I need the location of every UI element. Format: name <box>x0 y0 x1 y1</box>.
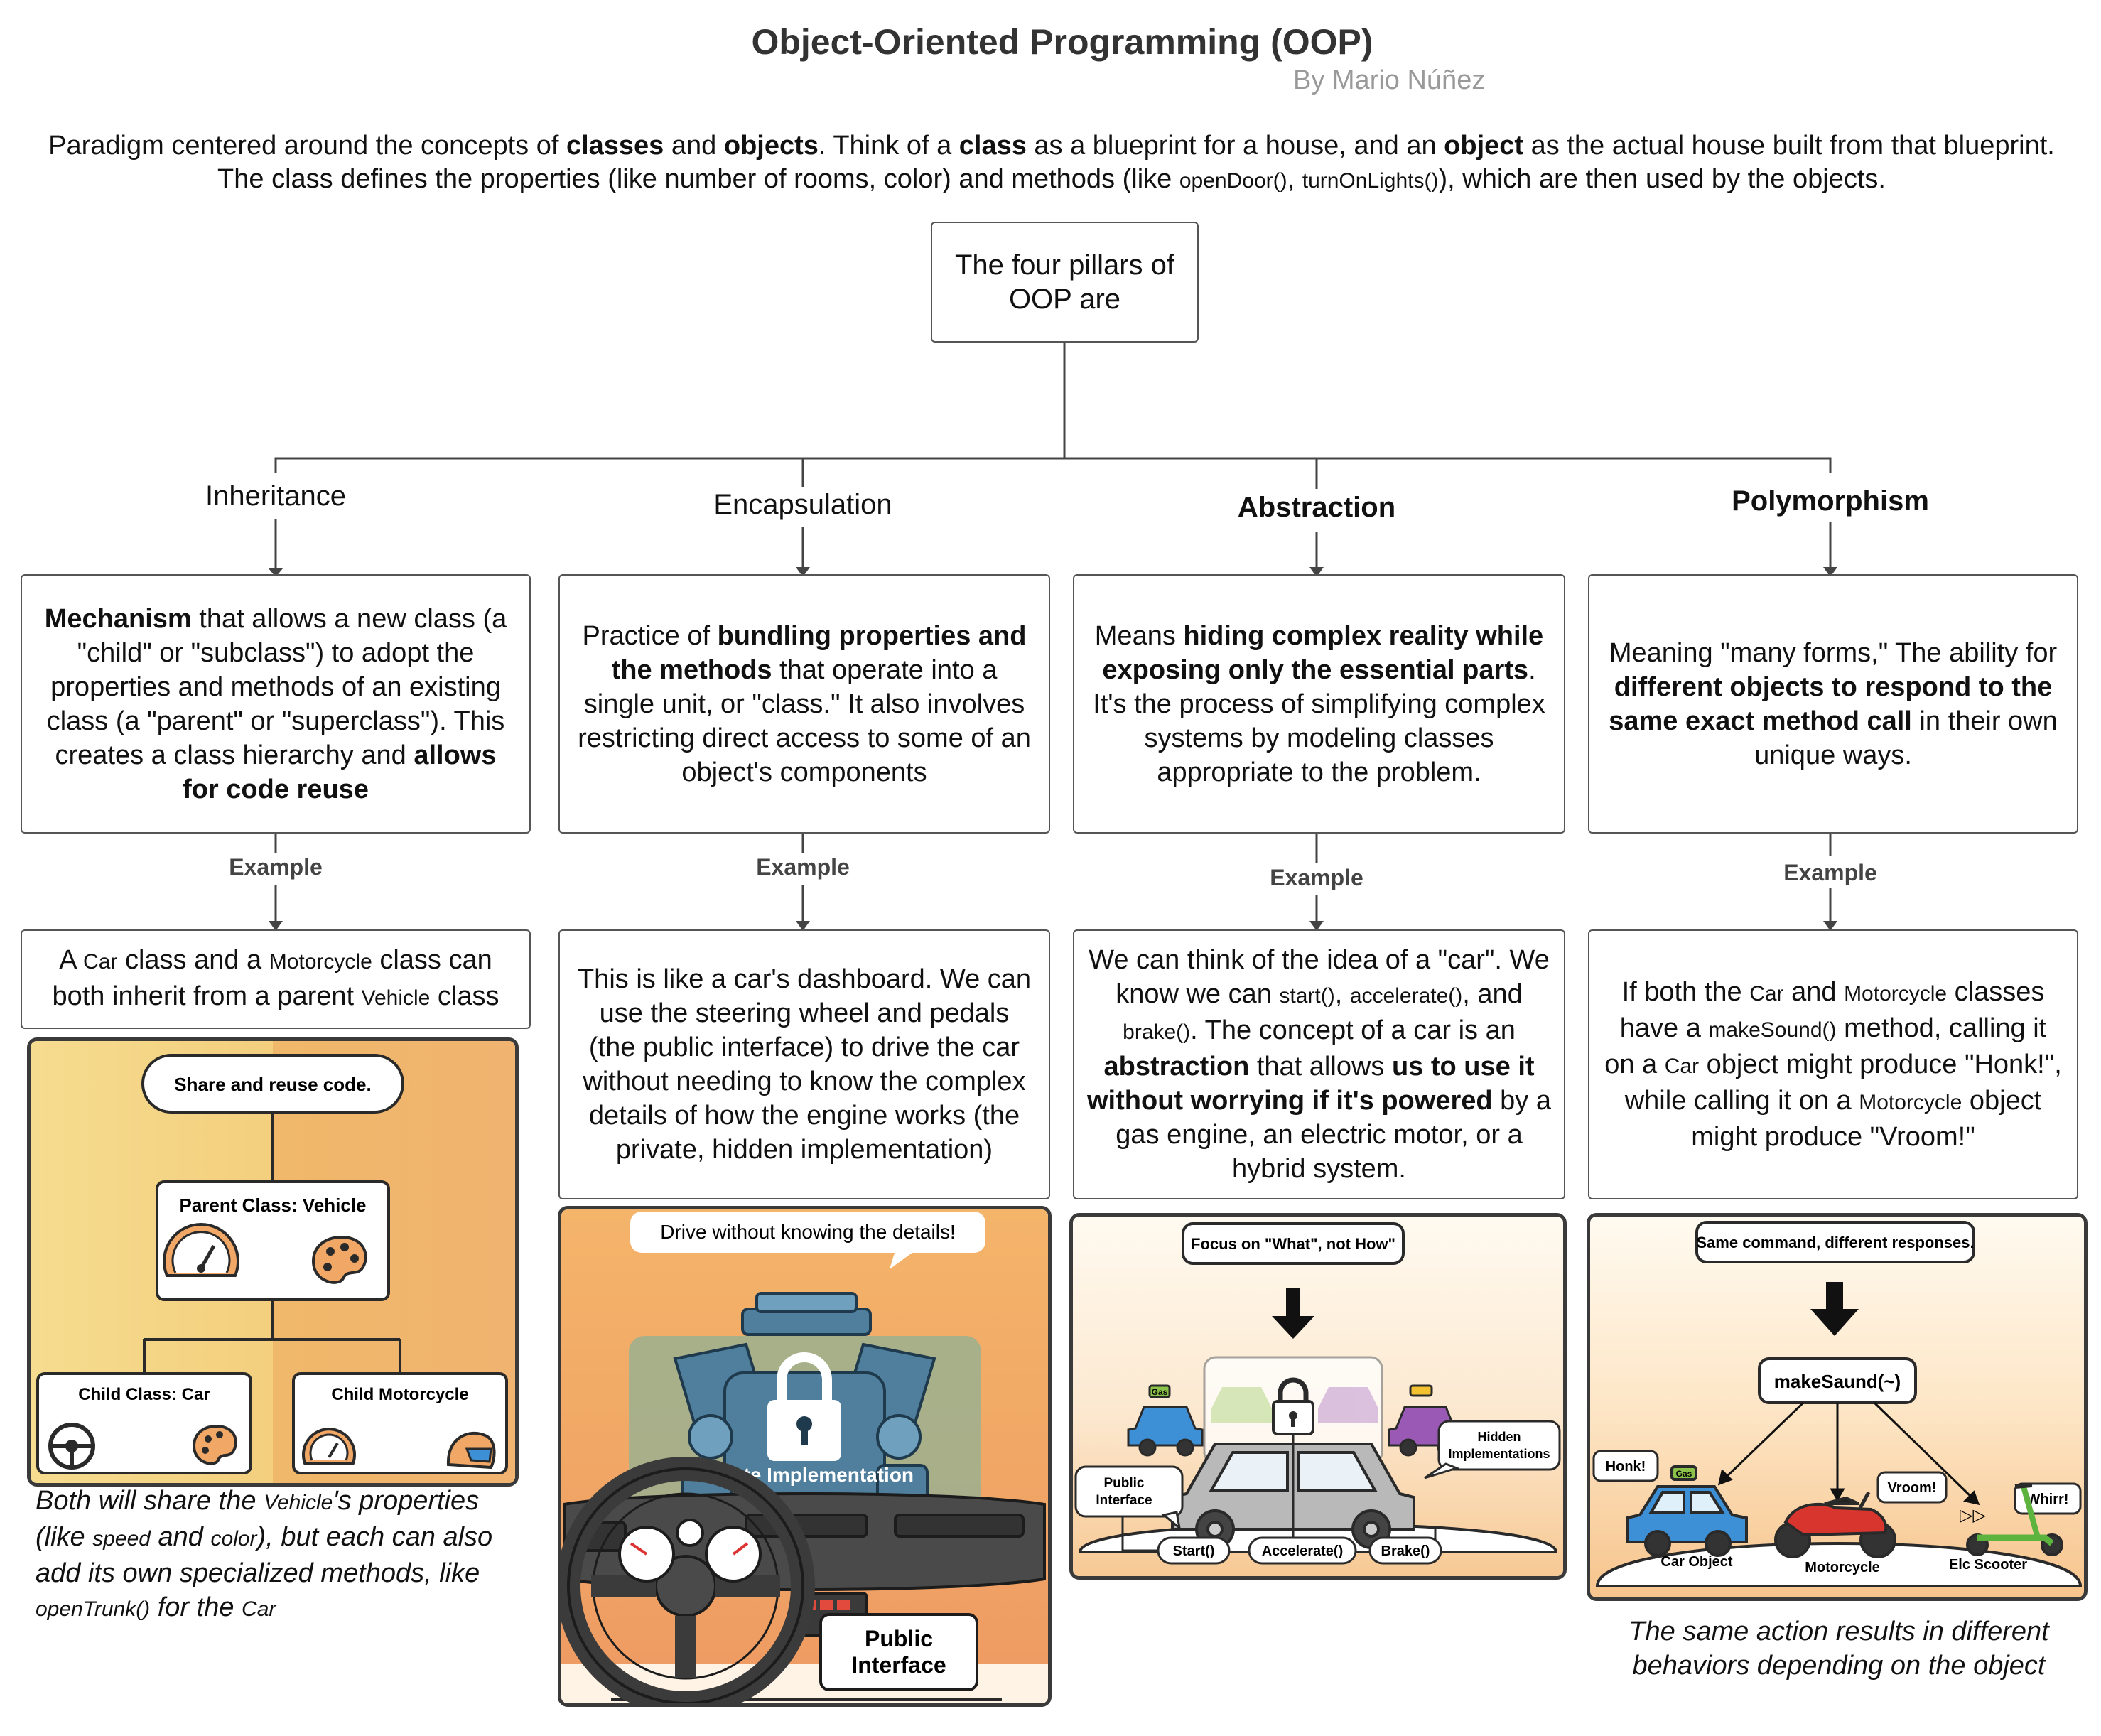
inheritance-illustration: Share and reuse code. Parent Class: Vehi… <box>27 1037 519 1487</box>
child-car-label: Child Class: Car <box>78 1385 210 1404</box>
pillar-label-inheritance: Inheritance <box>205 480 346 512</box>
example-label-polymorphism: Example <box>1783 860 1877 885</box>
abstraction-definition-box: Means hiding complex reality while expos… <box>1073 574 1565 834</box>
start-button-label: Start() <box>1173 1543 1215 1559</box>
palette-icon <box>311 1235 367 1284</box>
lock-icon <box>1272 1377 1314 1435</box>
polymorphism-example-box: If both the Car and Motorcycle classes h… <box>1588 929 2078 1199</box>
steering-wheel-icon <box>48 1423 95 1470</box>
hidden-line2: Implementations <box>1448 1447 1550 1461</box>
brake-button-label: Brake() <box>1381 1543 1430 1559</box>
scooter-label: Elc Scooter <box>1949 1557 2027 1573</box>
car-object-label: Car Object <box>1660 1554 1732 1570</box>
drive-bubble-text: Drive without knowing the details! <box>660 1221 956 1243</box>
pillar-label-polymorphism: Polymorphism <box>1732 485 1929 517</box>
inheritance-definition-box: Mechanism that allows a new class (a "ch… <box>21 574 531 834</box>
public-interface-bubble <box>1074 1465 1184 1531</box>
gauge-icon <box>618 1519 762 1583</box>
pillar-label-abstraction: Abstraction <box>1237 492 1396 523</box>
dispatch-arrows <box>1717 1401 1980 1506</box>
example-label-inheritance: Example <box>229 854 323 880</box>
speech-bubble <box>630 1212 985 1269</box>
faded-cars <box>1211 1387 1378 1423</box>
focus-bubble <box>1182 1222 1405 1265</box>
public-interface-line2: Interface <box>851 1652 946 1678</box>
abstraction-public-line2: Interface <box>1096 1493 1152 1508</box>
car-gas-label: Gas <box>1676 1469 1692 1479</box>
abstraction-public-line1: Public <box>1103 1476 1144 1491</box>
motorcycle-label: Motorcycle <box>1805 1560 1880 1575</box>
abstraction-example-box: We can think of the idea of a "car". We … <box>1073 929 1565 1199</box>
parent-class-label: Parent Class: Vehicle <box>179 1195 366 1216</box>
blue-car-icon <box>1127 1384 1204 1457</box>
speedometer-icon <box>163 1223 239 1277</box>
example-label-encapsulation: Example <box>756 854 850 880</box>
steering-wheel-icon <box>561 1457 815 1703</box>
child-motorcycle-label: Child Motorcycle <box>331 1385 468 1404</box>
author-credit: By Mario Núñez <box>1293 65 1486 95</box>
polymorphism-definition-box: Meaning "many forms," The ability for di… <box>1588 574 2078 834</box>
same-command-bubble <box>1695 1221 1975 1263</box>
same-command-text: Same command, different responses. <box>1696 1234 1974 1251</box>
method-call-label: makeSaund(~) <box>1774 1371 1901 1392</box>
helmet-icon <box>446 1431 496 1470</box>
honk-bubble <box>1592 1450 1659 1482</box>
public-interface-line1: Public <box>865 1626 933 1651</box>
share-reuse-bubble <box>141 1054 404 1114</box>
example-label-abstraction: Example <box>1270 865 1363 890</box>
scooter-icon <box>1966 1483 2063 1556</box>
page-title: Object-Oriented Programming (OOP) <box>751 22 1373 62</box>
accelerate-button <box>1248 1536 1357 1565</box>
vroom-text: Vroom! <box>1888 1480 1937 1496</box>
speedometer-icon <box>302 1428 356 1465</box>
share-reuse-text: Share and reuse code. <box>174 1074 371 1095</box>
start-button <box>1157 1536 1231 1565</box>
encapsulation-example-box: This is like a car's dashboard. We can u… <box>558 929 1050 1199</box>
vroom-bubble <box>1876 1471 1948 1504</box>
brake-button <box>1368 1536 1442 1565</box>
honk-text: Honk! <box>1606 1459 1646 1474</box>
pillar-label-encapsulation: Encapsulation <box>713 489 892 520</box>
inheritance-example-box: A Car class and a Motorcycle class can b… <box>21 929 531 1029</box>
hidden-line1: Hidden <box>1478 1430 1521 1444</box>
focus-bubble-text: Focus on "What", not How" <box>1191 1235 1395 1253</box>
down-arrow-icon <box>1810 1282 1859 1336</box>
encapsulation-definition-box: Practice of bundling properties and the … <box>558 574 1050 834</box>
motion-lines-icon: ▷▷ <box>1960 1506 1986 1525</box>
whirr-text: Whirr! <box>2027 1492 2069 1507</box>
car-icon <box>1626 1465 1748 1557</box>
hidden-implementations-bubble <box>1424 1420 1561 1479</box>
motorcycle-icon <box>1774 1491 1896 1558</box>
polymorphism-caption: The same action results in different beh… <box>1629 1617 2049 1681</box>
palette-icon <box>192 1424 237 1465</box>
abstraction-illustration: Focus on "What", not How" Gas <box>1069 1213 1567 1580</box>
accelerate-button-label: Accelerate() <box>1262 1543 1344 1559</box>
encapsulation-illustration: Private Implementation Pu <box>558 1206 1052 1707</box>
inheritance-caption: Both will share the Vehicle's properties… <box>36 1486 493 1622</box>
gas-label: Gas <box>1152 1387 1168 1397</box>
branch-line <box>274 457 1832 473</box>
down-arrow-icon <box>1272 1288 1314 1339</box>
polymorphism-illustration: Same command, different responses. makeS… <box>1587 1213 2088 1601</box>
intro-paragraph: Paradigm centered around the concepts of… <box>48 131 2055 194</box>
lock-icon <box>767 1352 841 1461</box>
public-interface-card <box>819 1613 978 1691</box>
